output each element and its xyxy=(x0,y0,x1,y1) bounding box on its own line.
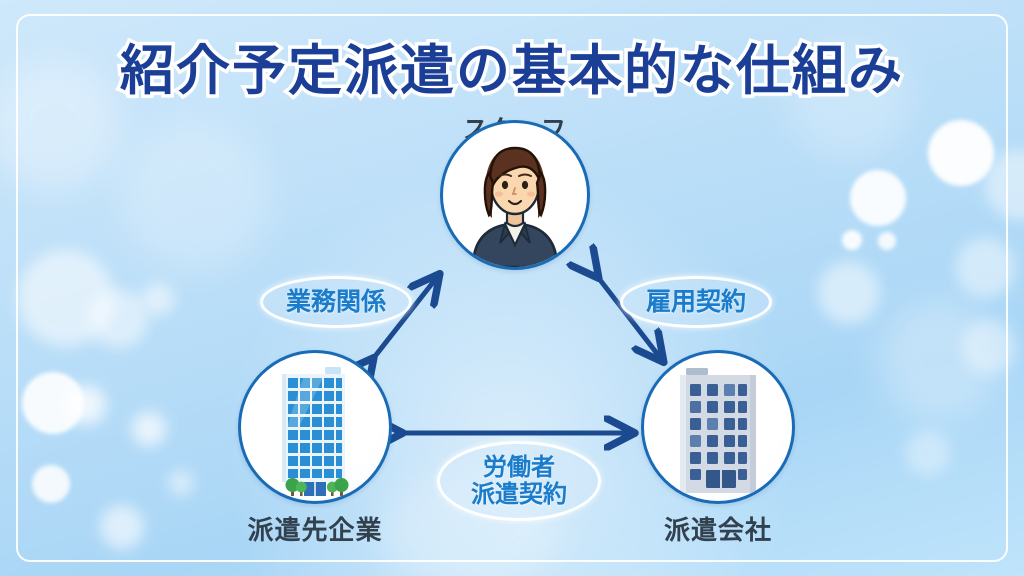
node-staff[interactable]: スタッフ xyxy=(428,112,602,270)
node-client-company[interactable]: 派遣先企業 xyxy=(225,350,405,547)
edge-label-haken-line2: 派遣契約 xyxy=(471,480,567,508)
node-staff-circle xyxy=(440,120,590,270)
edge-label-haken-line1: 労働者 xyxy=(483,453,555,482)
edge-label-gyomu-text: 業務関係 xyxy=(285,287,386,316)
tree-icon xyxy=(285,478,349,496)
blue-office-tower-icon xyxy=(282,367,349,496)
edge-label-koyo: 雇用契約 xyxy=(620,276,772,328)
node-client-label: 派遣先企業 xyxy=(247,516,383,546)
page-title: 紹介予定派遣の基本的な仕組み xyxy=(117,36,906,106)
businesswoman-avatar-icon xyxy=(471,146,559,267)
arrow-staff-agency xyxy=(597,276,662,360)
edge-label-haken-lines: 労働者 派遣契約 xyxy=(471,454,567,508)
gray-office-building-icon xyxy=(680,368,756,493)
edge-label-gyomu: 業務関係 xyxy=(260,276,412,328)
node-agency-company[interactable]: 派遣会社 xyxy=(628,350,808,547)
node-client-circle xyxy=(238,350,392,504)
node-agency-label: 派遣会社 xyxy=(663,516,772,546)
arrow-client-staff xyxy=(372,276,438,360)
edge-label-haken: 労働者 派遣契約 xyxy=(437,441,601,521)
node-agency-circle xyxy=(641,350,795,504)
edge-label-koyo-text: 雇用契約 xyxy=(645,287,746,316)
